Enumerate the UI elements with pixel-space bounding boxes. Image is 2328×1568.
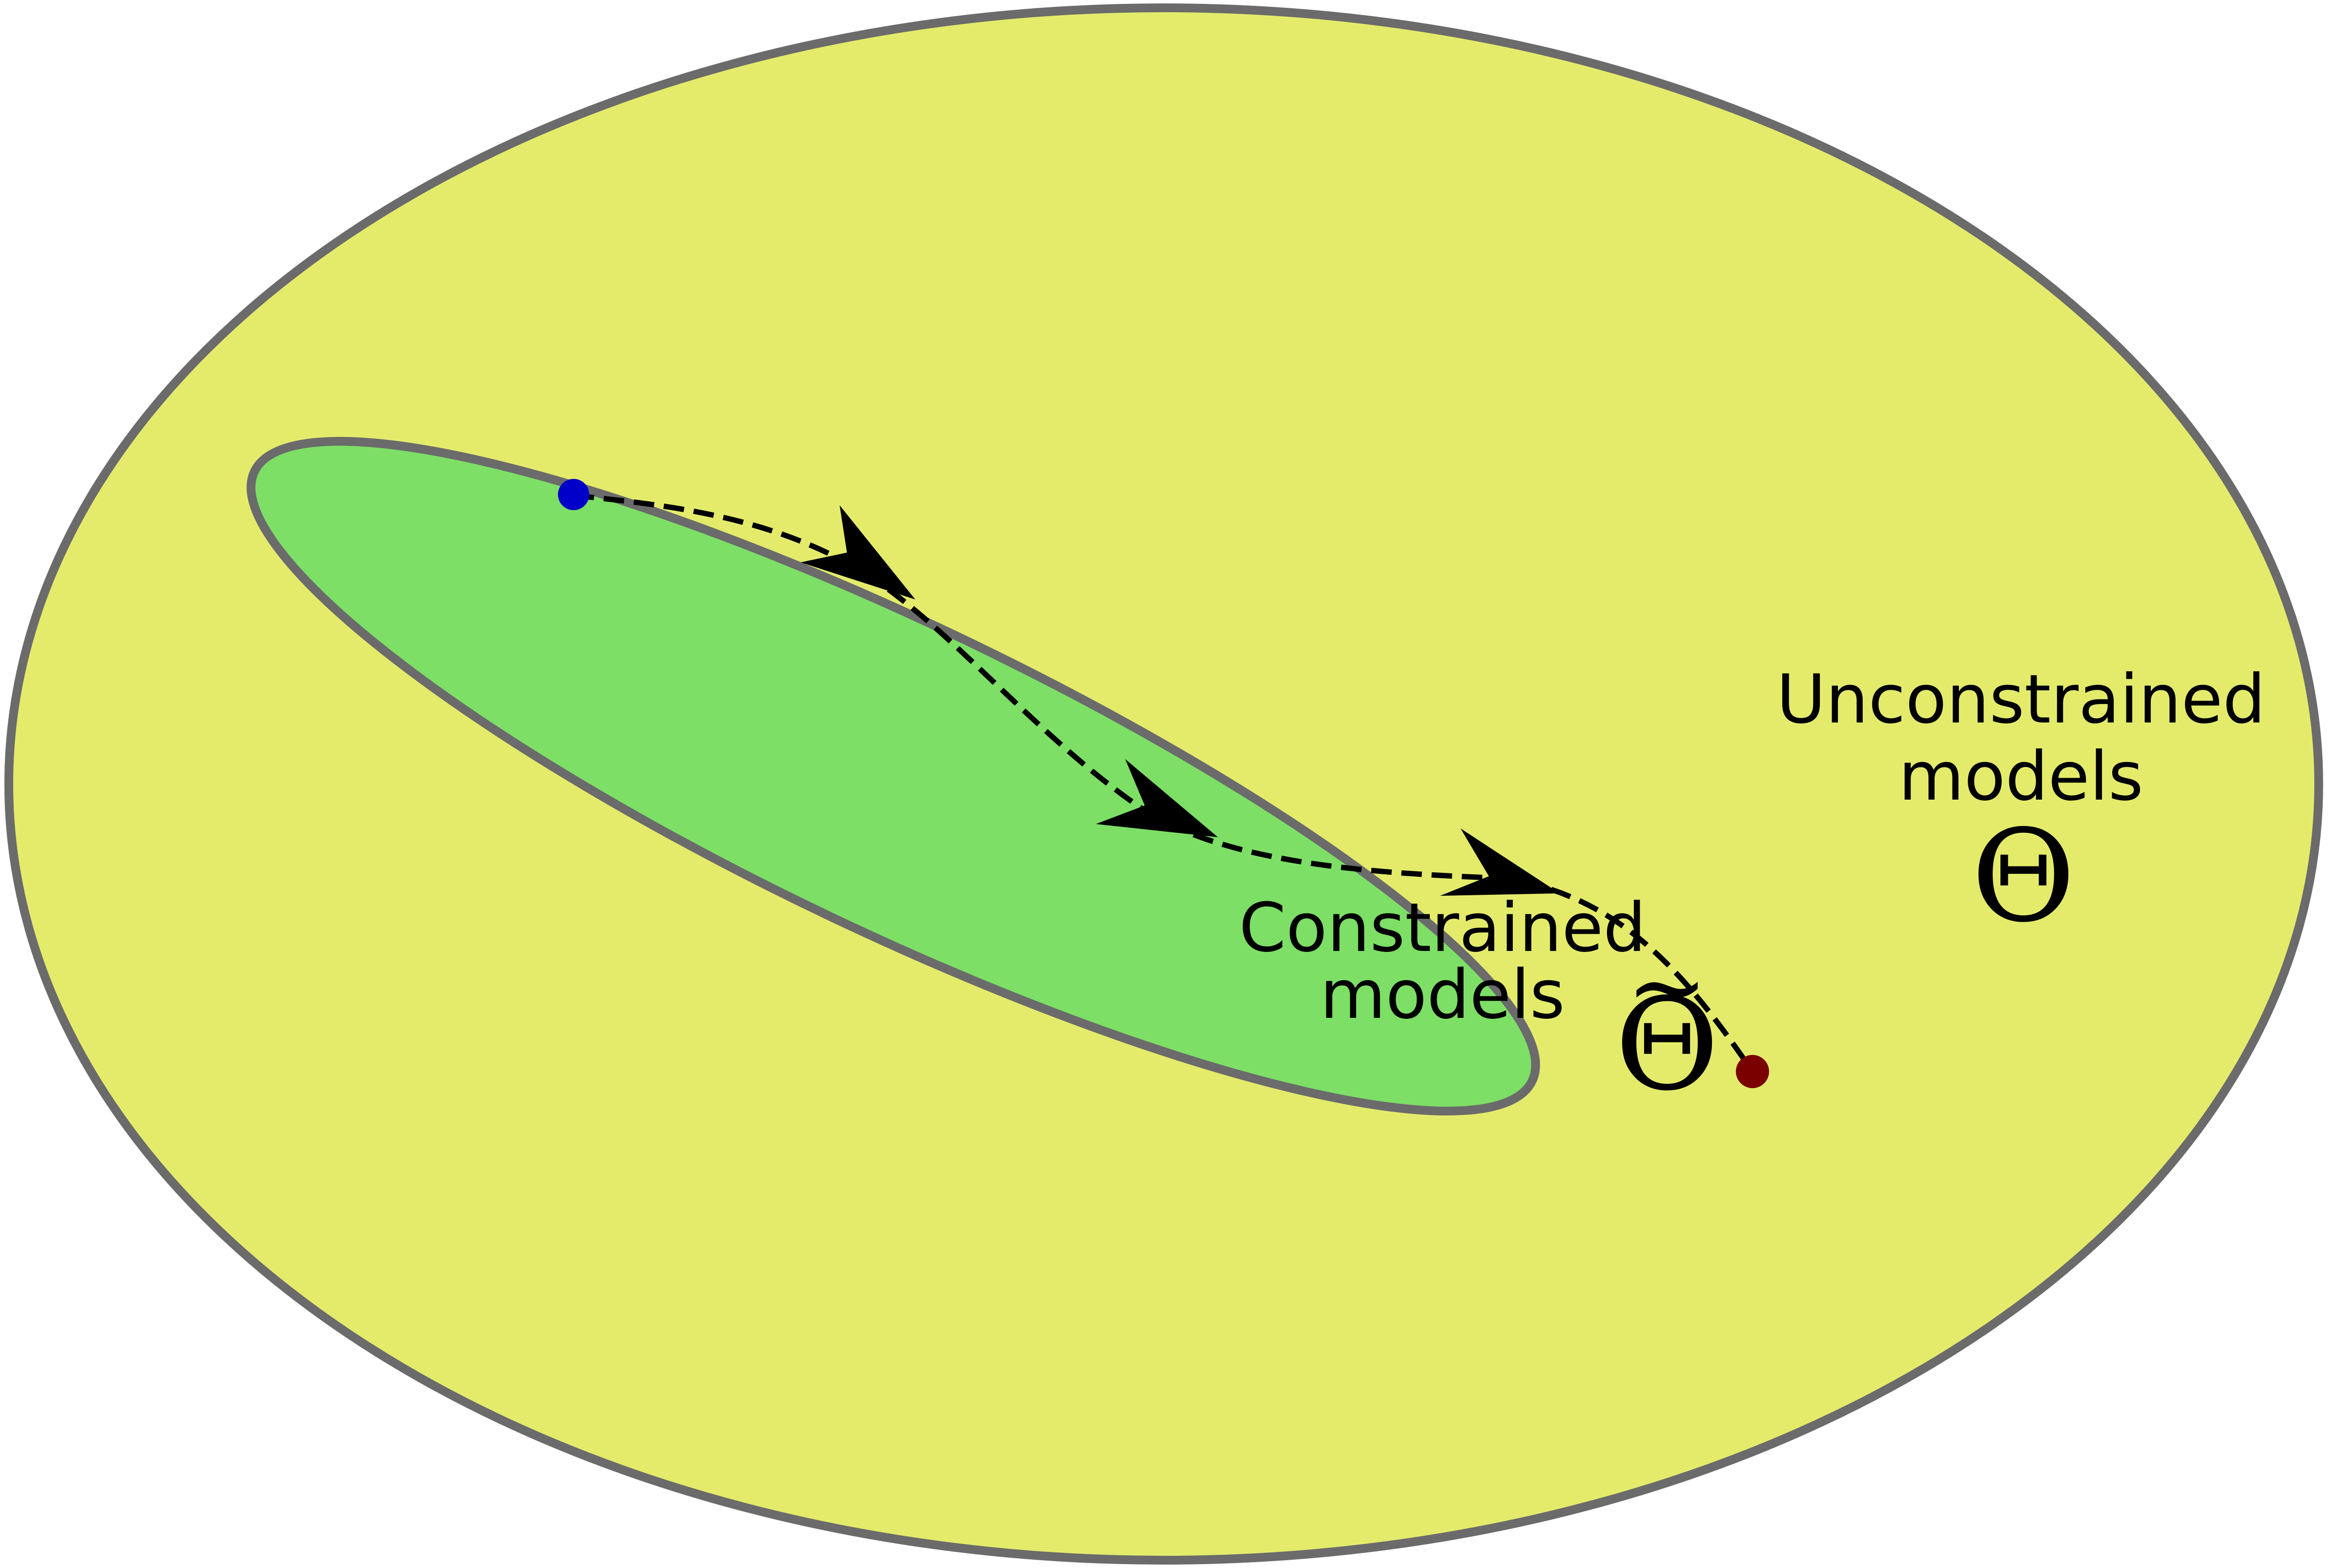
theta-symbol: Θ bbox=[1971, 803, 2075, 950]
theta-tilde-accent: ~ bbox=[1626, 930, 1708, 1044]
trajectory-arrowhead bbox=[801, 505, 915, 599]
theta-tilde-symbol: Θ bbox=[1615, 971, 1719, 1119]
trajectory-arrowhead bbox=[1096, 759, 1218, 837]
constrained-label-line2: models bbox=[1320, 955, 1565, 1034]
unconstrained-label-line1: Unconstrained bbox=[1776, 660, 2266, 739]
start-point bbox=[558, 479, 589, 510]
trajectory-arrowhead bbox=[1440, 828, 1560, 896]
end-point bbox=[1736, 1055, 1769, 1088]
constrained-label-line1: Constrained bbox=[1239, 888, 1646, 967]
constrained-region bbox=[247, 437, 1540, 1115]
unconstrained-label-line2: models bbox=[1898, 737, 2143, 816]
